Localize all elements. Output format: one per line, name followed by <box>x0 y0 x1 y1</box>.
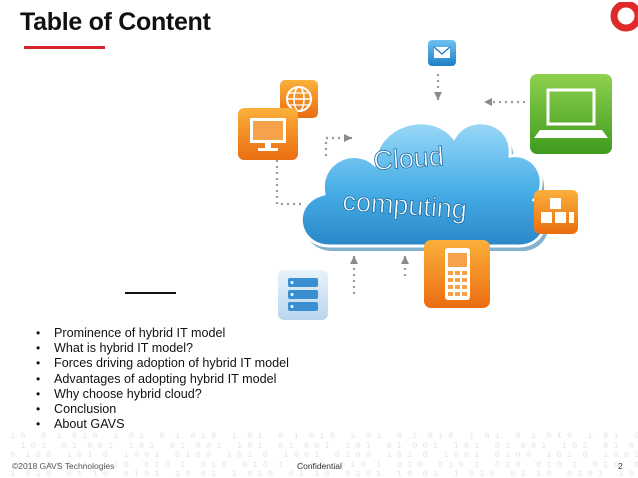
laptop-icon <box>530 74 612 154</box>
list-item: Why choose hybrid cloud? <box>36 387 289 402</box>
title-underline <box>24 46 105 49</box>
list-item: Prominence of hybrid IT model <box>36 326 289 341</box>
page-number: 2 <box>618 461 623 471</box>
mail-icon <box>428 40 456 66</box>
slide-title: Table of Content <box>20 8 211 36</box>
cloud-computing-illustration: Cloud computing <box>238 40 612 320</box>
mobile-phone-icon <box>424 240 490 308</box>
monitor-icon <box>238 108 298 160</box>
list-item: Forces driving adoption of hybrid IT mod… <box>36 356 289 371</box>
list-item: Advantages of adopting hybrid IT model <box>36 372 289 387</box>
gavs-logo-icon <box>610 2 638 32</box>
server-icon <box>278 270 328 320</box>
footer: ©2018 GAVS Technologies Confidential 2 <box>0 461 638 475</box>
binary-pattern-background: 1 0 0 1 0 1 0 1 0 1 0 1 0 1 0 1 0 1 0 1 … <box>10 432 638 478</box>
confidential-label: Confidential <box>297 461 342 471</box>
list-item: About GAVS <box>36 417 289 432</box>
blocks-icon <box>534 190 578 234</box>
list-item: Conclusion <box>36 402 289 417</box>
divider-line <box>125 292 176 294</box>
list-item: What is hybrid IT model? <box>36 341 289 356</box>
cloud-shape <box>299 121 549 252</box>
cloud-label-line1: Cloud <box>372 141 444 176</box>
copyright-text: ©2018 GAVS Technologies <box>12 461 115 471</box>
table-of-contents-list: Prominence of hybrid IT model What is hy… <box>36 326 289 433</box>
